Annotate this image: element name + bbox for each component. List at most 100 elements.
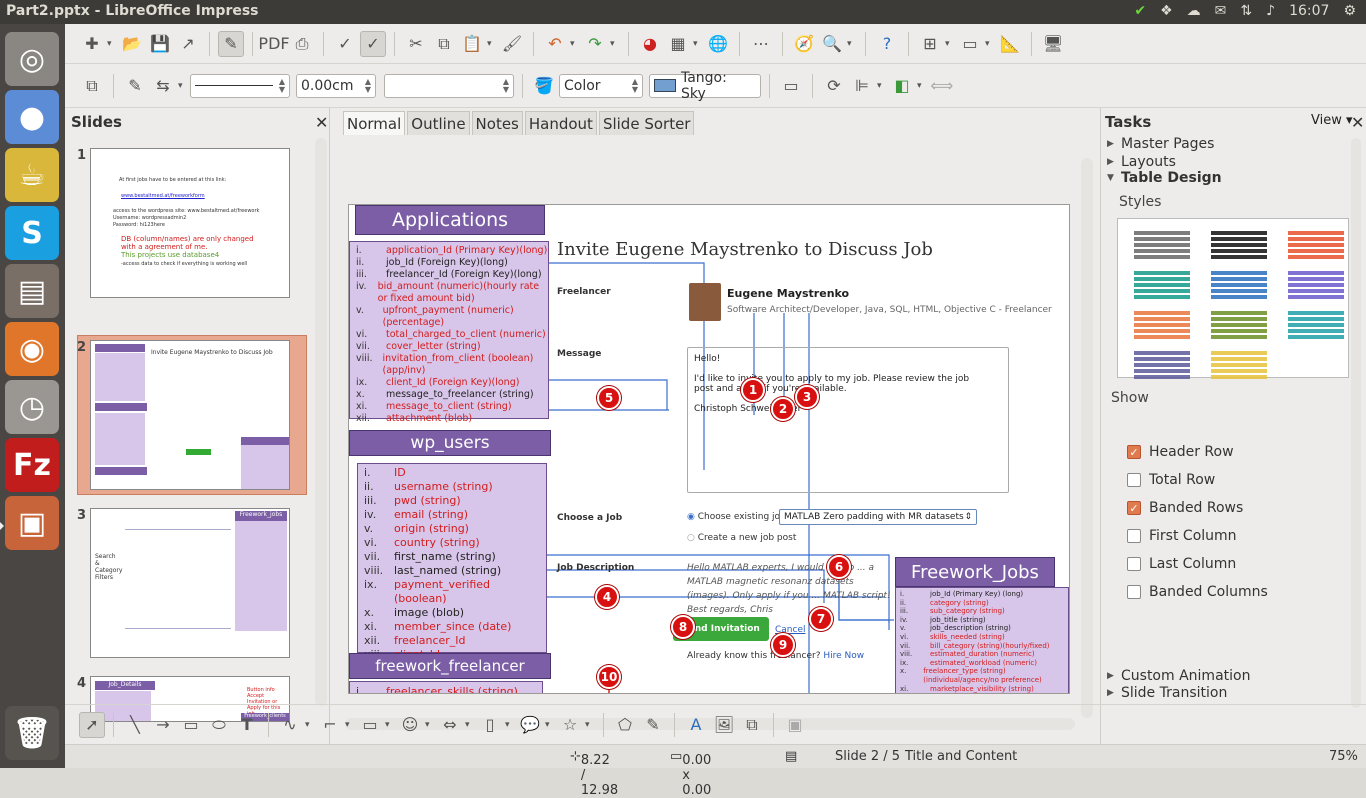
section-master-pages[interactable]: ▶Master Pages: [1107, 136, 1215, 152]
checkbox[interactable]: ✓: [1127, 445, 1141, 459]
callouts-icon[interactable]: 💬: [520, 715, 540, 734]
cut-icon[interactable]: ✂: [409, 34, 423, 53]
checkbox[interactable]: [1127, 585, 1141, 599]
flowchart-icon[interactable]: ▯: [485, 715, 495, 734]
paste-icon[interactable]: 📋: [462, 34, 482, 53]
option-last-column[interactable]: Last Column: [1127, 556, 1236, 572]
update-icon[interactable]: ✔: [1134, 3, 1147, 19]
table-style-swatch[interactable]: [1288, 229, 1344, 259]
block-arrows-icon[interactable]: ⇔: [443, 715, 457, 734]
firefox-icon[interactable]: ◉: [5, 322, 59, 376]
clock-icon[interactable]: ◷: [5, 380, 59, 434]
table-style-swatch[interactable]: [1211, 309, 1267, 339]
redo-icon[interactable]: ↷: [588, 34, 602, 53]
line-icon[interactable]: ✎: [128, 76, 142, 95]
select-points-icon[interactable]: ⟺: [930, 76, 954, 95]
slide-canvas[interactable]: Applications i.application_Id (Primary K…: [348, 204, 1070, 694]
checkbox[interactable]: [1127, 557, 1141, 571]
chrome-icon[interactable]: ●: [5, 90, 59, 144]
teapot-icon[interactable]: ☕: [5, 148, 59, 202]
table-style-swatch[interactable]: [1211, 229, 1267, 259]
extrusion-icon[interactable]: ⧉: [746, 714, 758, 734]
close-icon[interactable]: ✕: [1351, 113, 1365, 132]
rotate-icon[interactable]: ⟳: [827, 76, 841, 95]
grid-icon[interactable]: ⋯: [753, 34, 769, 53]
tasks-scrollbar[interactable]: [1351, 138, 1361, 708]
volume-icon[interactable]: ♪: [1266, 3, 1276, 19]
clone-format-icon[interactable]: 🖌: [501, 34, 523, 53]
tab-slide-sorter[interactable]: Slide Sorter: [598, 111, 695, 135]
shadow-icon[interactable]: ▭: [783, 76, 799, 95]
help-icon[interactable]: ?: [882, 34, 892, 53]
trash-icon[interactable]: 🗑: [5, 706, 59, 760]
curve-icon[interactable]: ∿: [283, 715, 297, 734]
table-style-swatch[interactable]: [1134, 309, 1190, 339]
zoom-level[interactable]: 75%: [1329, 749, 1358, 764]
tab-notes[interactable]: Notes: [471, 111, 523, 135]
tab-outline[interactable]: Outline: [407, 111, 470, 135]
slide-thumbnail-2[interactable]: Invite Eugene Maystrenko to Discuss Job: [90, 340, 290, 490]
view-menu[interactable]: View ▾: [1311, 113, 1353, 128]
hyperlink-icon[interactable]: 🌐: [708, 34, 728, 53]
table-style-swatch[interactable]: [1134, 269, 1190, 299]
mail-icon[interactable]: ✉: [1214, 3, 1227, 19]
slide-design-icon[interactable]: 📐: [1000, 34, 1020, 53]
message-textarea[interactable]: Hello! I'd like to invite you to apply t…: [687, 347, 1009, 493]
symbol-shapes-icon[interactable]: ☺: [401, 715, 419, 734]
option-header-row[interactable]: ✓Header Row: [1127, 444, 1234, 460]
undo-icon[interactable]: ↶: [548, 34, 562, 53]
fontwork-icon[interactable]: A: [690, 715, 702, 734]
arrow-style-icon[interactable]: ⇆: [156, 76, 170, 95]
line-color-field[interactable]: ▲▼: [384, 73, 514, 98]
export-pdf-icon[interactable]: PDF: [258, 34, 290, 53]
section-custom-animation[interactable]: ▶Custom Animation: [1107, 668, 1251, 684]
arrange-order-icon[interactable]: ◧: [894, 76, 910, 95]
filezilla-icon[interactable]: Fz: [5, 438, 59, 492]
export-icon[interactable]: ↗: [181, 34, 195, 53]
doc-modified-icon[interactable]: ▤: [785, 749, 798, 764]
image-icon[interactable]: 🖼: [713, 715, 735, 734]
arrow-tool-icon[interactable]: →: [156, 715, 170, 734]
new-icon[interactable]: ✚: [85, 34, 99, 53]
skype-icon[interactable]: S: [5, 206, 59, 260]
slides-scrollbar[interactable]: [315, 138, 327, 706]
network-icon[interactable]: ⇅: [1240, 3, 1253, 19]
vertical-scrollbar[interactable]: [1081, 158, 1093, 718]
print-icon[interactable]: ⎙: [295, 33, 309, 53]
navigator-icon[interactable]: 🧭: [794, 34, 814, 53]
glue-points-icon[interactable]: ✎: [646, 715, 660, 734]
cloud-icon[interactable]: ☁: [1186, 3, 1201, 19]
impress-icon[interactable]: ▣: [5, 496, 59, 550]
close-icon[interactable]: ✕: [315, 113, 329, 132]
files-icon[interactable]: ▤: [5, 264, 59, 318]
3d-icon[interactable]: ▣: [787, 715, 803, 734]
option-banded-rows[interactable]: ✓Banded Rows: [1127, 500, 1243, 516]
radio-existing-job[interactable]: ◉ Choose existing job: [687, 512, 786, 522]
tab-handout[interactable]: Handout: [524, 111, 597, 135]
section-slide-transition[interactable]: ▶Slide Transition: [1107, 685, 1228, 701]
ellipse-icon[interactable]: ⬭: [212, 714, 226, 734]
copy-icon[interactable]: ⧉: [438, 33, 450, 53]
option-first-column[interactable]: First Column: [1127, 528, 1237, 544]
zoom-icon[interactable]: 🔍: [822, 34, 842, 53]
table-style-swatch[interactable]: [1134, 349, 1190, 379]
table-style-swatch[interactable]: [1211, 269, 1267, 299]
open-icon[interactable]: 📂: [122, 34, 142, 53]
edit-mode-icon[interactable]: ✎: [218, 30, 244, 57]
table-icon[interactable]: ▦: [670, 34, 686, 53]
section-table-design[interactable]: ▼Table Design: [1107, 170, 1222, 186]
cancel-link[interactable]: Cancel: [775, 625, 806, 635]
area-icon[interactable]: 🪣: [534, 76, 554, 95]
new-slide-icon[interactable]: ⊞: [923, 34, 937, 53]
slide-thumbnail-3[interactable]: Search & Category Filters Freework_jobs: [90, 508, 290, 658]
checkbox[interactable]: ✓: [1127, 501, 1141, 515]
rectangle-icon[interactable]: ▭: [183, 715, 199, 734]
section-layouts[interactable]: ▶Layouts: [1107, 154, 1176, 170]
autospell-icon[interactable]: ✓: [360, 30, 386, 57]
checkbox[interactable]: [1127, 473, 1141, 487]
arrange-icon[interactable]: ⧉: [86, 75, 98, 95]
slide-thumbnail-1[interactable]: At first jobs have to be entered at this…: [90, 148, 290, 298]
save-icon[interactable]: 💾: [150, 34, 170, 53]
fill-type-field[interactable]: Color▲▼: [559, 73, 643, 98]
line-style-field[interactable]: ▲▼: [190, 73, 290, 98]
